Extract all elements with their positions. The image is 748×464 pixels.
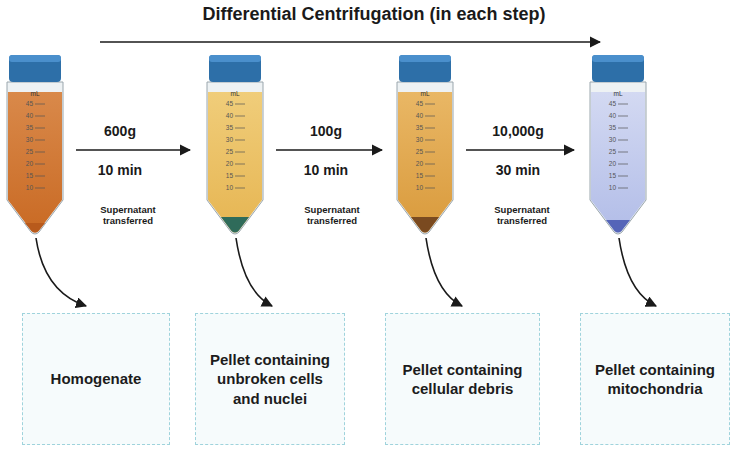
graduation-number: 10 [219, 185, 233, 192]
result-box: Pellet containing cellular debris [385, 313, 540, 445]
graduation-number: 15 [19, 173, 33, 180]
graduation-number: 25 [409, 149, 423, 156]
graduation-number: 15 [219, 173, 233, 180]
graduation-number: 25 [219, 149, 233, 156]
graduation-number: 40 [19, 113, 33, 120]
tube-cap-top [399, 55, 451, 62]
step-note: Supernatant transferred [482, 205, 562, 227]
leader-arrow [236, 238, 272, 306]
graduation-number: 40 [409, 113, 423, 120]
graduation-number: 30 [602, 137, 616, 144]
graduation-number: 15 [409, 173, 423, 180]
tube-pellet [25, 223, 45, 233]
graduation-ticks [35, 104, 45, 188]
tube-glass [207, 82, 263, 234]
diagram-title: Differential Centrifugation (in each ste… [74, 4, 674, 25]
tube-cap [209, 55, 261, 82]
time-label: 10 min [281, 162, 371, 178]
leader-arrow [36, 238, 86, 306]
graduation-number: 45 [219, 101, 233, 108]
transfer-arrow [466, 149, 574, 151]
graduation-number: 35 [409, 125, 423, 132]
graduation-ticks [618, 104, 628, 188]
result-box: Pellet containing mitochondria [580, 313, 730, 445]
tube-pellet [221, 217, 249, 233]
tube-liquid [591, 92, 645, 233]
centrifuge-tube [7, 55, 63, 234]
graduation-number: 45 [409, 101, 423, 108]
graduation-number: 45 [19, 101, 33, 108]
tube-pellet [606, 220, 630, 233]
tube-liquid [208, 92, 262, 233]
leader-arrow [426, 238, 462, 306]
graduation-number: 20 [602, 161, 616, 168]
graduation-number: 30 [219, 137, 233, 144]
graduation-number: 30 [409, 137, 423, 144]
graduation-number: 25 [19, 149, 33, 156]
tube-glass [590, 82, 646, 234]
tube-liquid [8, 92, 62, 233]
box-text: Pellet containing unbroken cells and nuc… [204, 350, 336, 409]
graduation-number: 25 [602, 149, 616, 156]
tube-glass [7, 82, 63, 234]
g-force-label: 600g [75, 123, 165, 139]
result-box: Pellet containing unbroken cells and nuc… [195, 313, 345, 445]
graduation-number: 20 [219, 161, 233, 168]
tube-cap [592, 55, 644, 82]
graduation-number: 45 [602, 101, 616, 108]
tube-cap [9, 55, 61, 82]
volume-unit: mL [227, 91, 243, 98]
graduation-number: 15 [602, 173, 616, 180]
centrifuge-tube [397, 55, 453, 234]
graduation-ticks [425, 104, 435, 188]
box-text: Homogenate [51, 369, 142, 389]
graduation-number: 10 [602, 185, 616, 192]
tube-liquid [398, 92, 452, 233]
tube-glass [397, 82, 453, 234]
time-label: 10 min [75, 162, 165, 178]
graduation-number: 20 [19, 161, 33, 168]
volume-unit: mL [27, 91, 43, 98]
tube-cap-top [209, 55, 261, 62]
step-note: Supernatant transferred [88, 205, 168, 227]
volume-unit: mL [610, 91, 626, 98]
graduation-number: 10 [19, 185, 33, 192]
tube-pellet [411, 217, 439, 233]
graduation-ticks [235, 104, 245, 188]
g-force-label: 100g [281, 123, 371, 139]
centrifuge-tube [207, 55, 263, 234]
time-label: 30 min [473, 162, 563, 178]
g-force-label: 10,000g [468, 123, 568, 139]
step-note: Supernatant transferred [292, 205, 372, 227]
tube-cap-top [9, 55, 61, 62]
graduation-number: 30 [19, 137, 33, 144]
graduation-number: 35 [19, 125, 33, 132]
transfer-arrow [276, 149, 382, 151]
volume-unit: mL [417, 91, 433, 98]
graduation-number: 40 [602, 113, 616, 120]
graduation-number: 35 [602, 125, 616, 132]
process-arrow [100, 41, 600, 43]
graduation-number: 35 [219, 125, 233, 132]
graduation-number: 20 [409, 161, 423, 168]
leader-arrow [619, 238, 656, 306]
transfer-arrow [76, 149, 190, 151]
centrifuge-tube [590, 55, 646, 234]
result-box: Homogenate [22, 313, 170, 445]
box-text: Pellet containing mitochondria [589, 360, 721, 399]
box-text: Pellet containing cellular debris [394, 360, 531, 399]
graduation-number: 40 [219, 113, 233, 120]
tube-cap-top [592, 55, 644, 62]
graduation-number: 10 [409, 185, 423, 192]
tube-cap [399, 55, 451, 82]
